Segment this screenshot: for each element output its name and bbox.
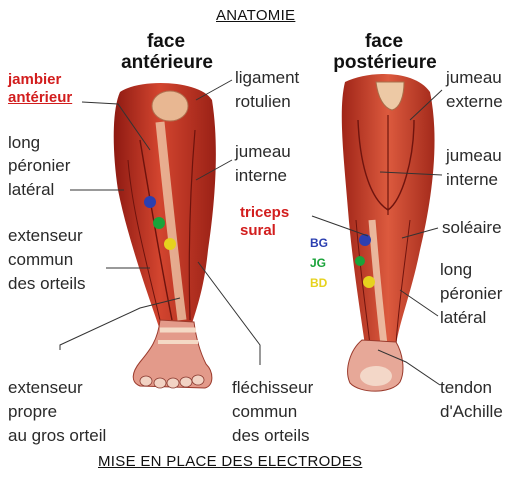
label-extenseur-commun-2: commun [8,250,73,270]
front-leg [114,83,216,388]
label-soleaire: soléaire [442,218,502,238]
label-tendon-achille-2: d'Achille [440,402,503,422]
label-tendon-achille-1: tendon [440,378,492,398]
electrode-bd-back [363,276,375,288]
label-jumeau-interne-back-2: interne [446,170,498,190]
label-jambier-anterieur-1: jambier [8,71,61,89]
label-flechisseur-1: fléchisseur [232,378,313,398]
label-extenseur-propre-3: au gros orteil [8,426,106,446]
label-extenseur-propre-1: extenseur [8,378,83,398]
label-ligament-rotulien-1: ligament [235,68,299,88]
label-jambier-anterieur-2: antérieur [8,89,72,107]
label-jumeau-externe-1: jumeau [446,68,502,88]
legend-bd: BD [310,276,327,290]
label-jumeau-interne-back-1: jumeau [446,146,502,166]
label-long-peronier-front-3: latéral [8,180,54,200]
electrode-jg-front [153,217,165,229]
title-mise-en-place: MISE EN PLACE DES ELECTRODES [98,453,362,470]
label-flechisseur-3: des orteils [232,426,309,446]
label-long-peronier-back-2: péronier [440,284,502,304]
heading-face-posterieure-line2: postérieure [326,52,444,73]
electrode-bg-back [359,234,371,246]
electrode-bg-front [144,196,156,208]
label-ligament-rotulien-2: rotulien [235,92,291,112]
label-long-peronier-back-1: long [440,260,472,280]
label-long-peronier-back-3: latéral [440,308,486,328]
label-extenseur-commun-1: extenseur [8,226,83,246]
label-extenseur-commun-3: des orteils [8,274,85,294]
heading-face-posterieure-line1: face [356,31,412,52]
legend-jg: JG [310,256,326,270]
label-long-peronier-front-2: péronier [8,156,70,176]
heading-face-anterieure-line2: antérieure [112,52,222,73]
label-extenseur-propre-2: propre [8,402,57,422]
legend-bg: BG [310,236,328,250]
label-long-peronier-front-1: long [8,133,40,153]
heading-face-anterieure-line1: face [138,31,194,52]
label-flechisseur-2: commun [232,402,297,422]
electrode-jg-back [355,256,365,266]
electrode-bd-front [164,238,176,250]
label-jumeau-interne-front-1: jumeau [235,142,291,162]
label-jumeau-interne-front-2: interne [235,166,287,186]
label-triceps-sural-2: sural [240,222,276,240]
label-triceps-sural-1: triceps [240,204,289,222]
title-anatomie: ANATOMIE [216,7,295,24]
label-jumeau-externe-2: externe [446,92,503,112]
